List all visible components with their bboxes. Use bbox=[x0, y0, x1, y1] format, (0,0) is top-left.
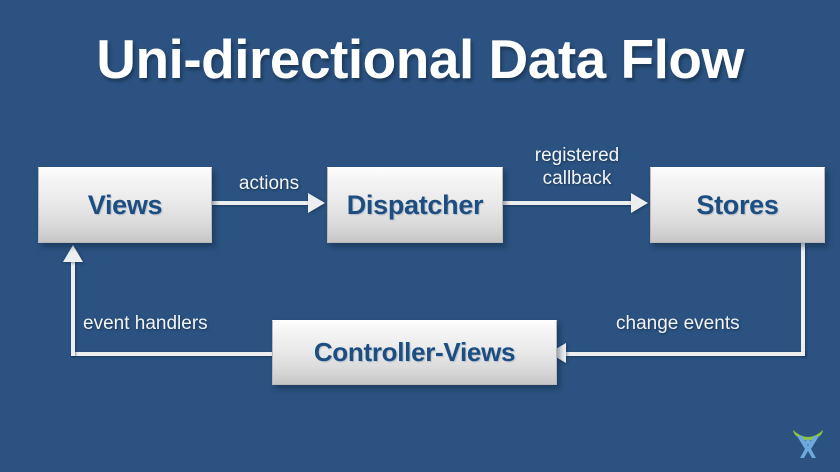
edge-label-change-events: change events bbox=[616, 313, 740, 334]
node-dispatcher-label: Dispatcher bbox=[346, 189, 484, 220]
node-controller-views-label: Controller-Views bbox=[313, 337, 516, 367]
node-dispatcher[interactable]: Dispatcher bbox=[327, 167, 503, 243]
connector-stores-down bbox=[801, 243, 805, 356]
node-views[interactable]: Views bbox=[38, 167, 212, 243]
connector-to-controller-views bbox=[566, 352, 805, 356]
arrowhead-right-icon bbox=[308, 193, 325, 213]
node-stores[interactable]: Stores bbox=[650, 167, 825, 243]
connector-up-to-views bbox=[71, 253, 75, 356]
edge-label-actions: actions bbox=[238, 173, 300, 194]
arrowhead-up-icon bbox=[63, 245, 83, 262]
node-stores-label: Stores bbox=[696, 189, 779, 220]
connector-views-to-dispatcher bbox=[212, 201, 320, 205]
page-title: Uni-directional Data Flow bbox=[96, 28, 744, 90]
node-controller-views[interactable]: Controller-Views bbox=[272, 320, 557, 385]
connector-controller-views-left bbox=[71, 352, 274, 356]
person-arc-logo bbox=[793, 430, 823, 458]
node-views-label: Views bbox=[87, 189, 163, 220]
connector-dispatcher-to-stores bbox=[503, 201, 643, 205]
edge-label-event-handlers: event handlers bbox=[83, 313, 208, 334]
arrowhead-right-icon bbox=[631, 193, 648, 213]
edge-label-registered-callback: registered callback bbox=[534, 145, 620, 189]
